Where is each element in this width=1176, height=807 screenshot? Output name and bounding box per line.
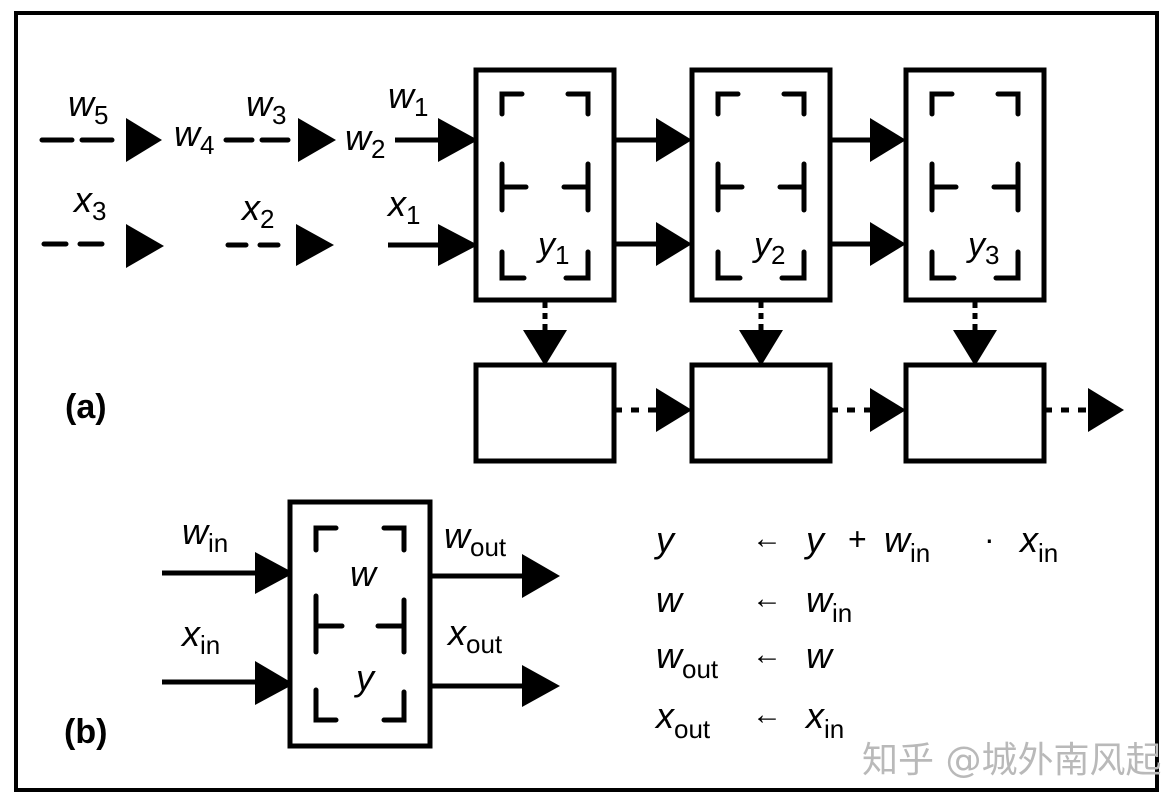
- register-brackets: [929, 91, 1021, 281]
- w-pass-arrowhead: [656, 118, 692, 162]
- pe-cells: y1 y2 y3: [473, 67, 1047, 303]
- label-x-out: xout: [446, 612, 503, 659]
- equation-term: w: [806, 635, 834, 676]
- pe-cell-1: y1: [473, 67, 617, 303]
- register-brackets: [499, 91, 591, 281]
- output-cell-3: [903, 362, 1047, 464]
- label-x2: x2: [240, 187, 274, 234]
- panel-a-label: (a): [65, 388, 107, 426]
- equation-row: y ← y + win · xin: [653, 519, 1058, 568]
- assign-arrow: ←: [752, 522, 782, 555]
- output-shift-arrowhead: [1088, 388, 1124, 432]
- register-brackets: [715, 91, 807, 281]
- cell-label-y3: y3: [966, 226, 999, 270]
- register-w: w: [350, 553, 378, 594]
- pe-cell-box: [689, 67, 833, 303]
- w5-arrowhead: [126, 118, 162, 162]
- register-y: y: [353, 657, 376, 698]
- pe-cell-box: [903, 67, 1047, 303]
- label-w4: w4: [174, 113, 214, 160]
- panel-a: (a) w5 w4 w3 w2 w1: [39, 67, 1124, 464]
- label-x3: x3: [72, 179, 106, 226]
- output-cells: [473, 302, 1124, 464]
- assign-arrow: ←: [752, 638, 782, 671]
- y-drain-arrowhead: [523, 330, 567, 366]
- label-w-in: win: [182, 511, 228, 558]
- panel-b: (b) win xin w y wout xout: [64, 499, 560, 751]
- cell-register-brackets: [313, 525, 407, 723]
- w-pass-arrowhead: [870, 118, 906, 162]
- assign-arrow: ←: [752, 698, 782, 731]
- operator: +: [848, 521, 867, 557]
- output-shift-arrowhead: [870, 388, 906, 432]
- equation-term: y: [803, 519, 826, 560]
- label-x-in: xin: [180, 613, 220, 660]
- x1-arrowhead: [438, 224, 478, 266]
- x-in-arrowhead: [255, 661, 294, 705]
- pe-cell-box: [473, 67, 617, 303]
- equation-row: w ← win: [656, 579, 852, 628]
- equation-lhs: xout: [654, 695, 711, 744]
- equation-row: wout ← w: [656, 635, 834, 684]
- x-stream: [41, 224, 478, 268]
- label-w5: w5: [68, 83, 108, 130]
- w1-arrowhead: [438, 118, 478, 162]
- pe-cell-2: y2: [689, 67, 833, 303]
- output-shift-arrowhead: [656, 388, 692, 432]
- equation-term: win: [806, 579, 852, 628]
- equation-lhs: w: [656, 579, 684, 620]
- cell-label-y2: y2: [752, 226, 785, 270]
- outer-frame: [14, 11, 1159, 792]
- update-equations: y ← y + win · xin w ← win wout ← w xout ← xin: [653, 519, 1058, 744]
- pe-cell-detail: [287, 499, 433, 749]
- output-cell-2: [689, 362, 833, 464]
- pe-cell-3: y3: [903, 67, 1047, 303]
- label-w3: w3: [246, 83, 286, 130]
- label-w1: w1: [388, 75, 428, 122]
- label-x1: x1: [386, 183, 420, 230]
- x-pass-arrowhead: [656, 222, 692, 266]
- x2-arrowhead: [296, 224, 334, 266]
- equation-term: xin: [1018, 519, 1058, 568]
- operator: ·: [984, 521, 995, 557]
- equation-lhs: wout: [656, 635, 719, 684]
- assign-arrow: ←: [752, 582, 782, 615]
- weight-stream: [39, 118, 478, 162]
- label-w-out: wout: [444, 515, 507, 562]
- watermark: 知乎 @城外南风起: [862, 740, 1161, 781]
- y-drain-arrowhead: [953, 330, 997, 366]
- w-in-arrowhead: [255, 552, 294, 594]
- equation-row: xout ← xin: [654, 695, 844, 744]
- label-w2: w2: [345, 117, 385, 164]
- x3-arrowhead: [126, 224, 164, 268]
- w-out-arrowhead: [522, 554, 560, 598]
- panel-b-label: (b): [64, 713, 107, 751]
- equation-lhs: y: [653, 519, 676, 560]
- weight-labels: w5 w4 w3 w2 w1: [68, 75, 428, 164]
- y-drain-arrowhead: [739, 330, 783, 366]
- x-out-arrowhead: [522, 665, 560, 707]
- x-pass-arrowhead: [870, 222, 906, 266]
- w3-arrowhead: [298, 118, 336, 162]
- equation-term: xin: [804, 695, 844, 744]
- cell-label-y1: y1: [536, 226, 569, 270]
- output-cell-1: [473, 362, 617, 464]
- x-labels: x3 x2 x1: [72, 179, 420, 234]
- equation-term: win: [884, 519, 930, 568]
